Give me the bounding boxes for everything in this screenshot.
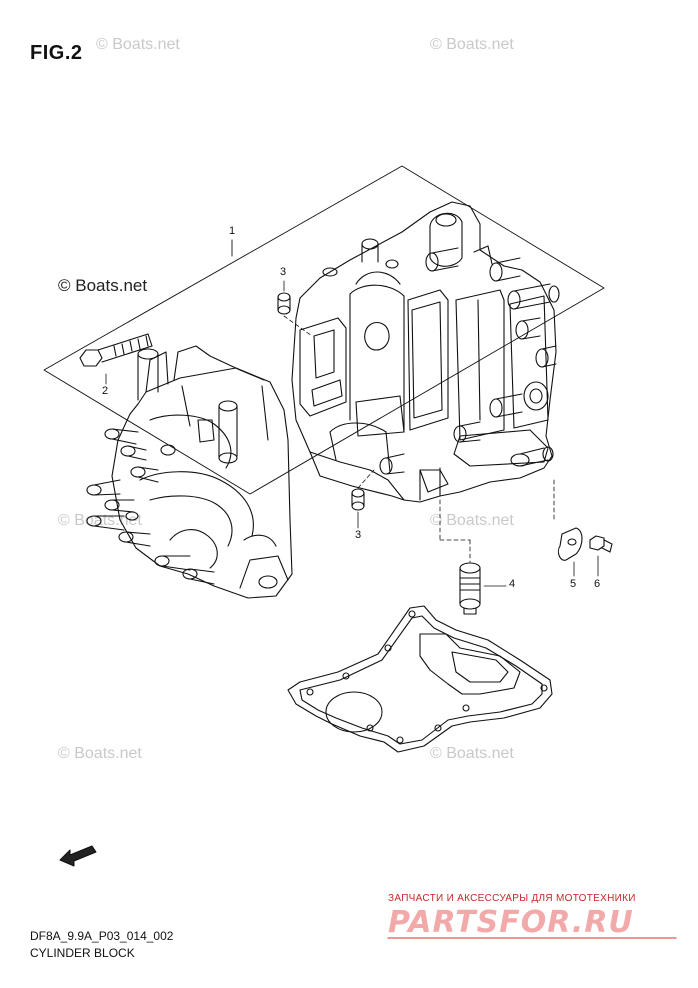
watermark: © Boats.net: [430, 745, 514, 762]
crankcase-half: [86, 345, 293, 599]
callout-4: 4: [509, 578, 516, 590]
watermark: © Boats.net: [430, 512, 514, 529]
watermark: © Boats.net: [58, 745, 142, 762]
assembly-frame: [43, 165, 605, 495]
gasket: [287, 605, 553, 753]
diagram-code: DF8A_9.9A_P03_014_002: [30, 929, 174, 943]
brand-tagline: ЗАПЧАСТИ И АКСЕССУАРЫ ДЛЯ МОТОТЕХНИКИ: [388, 893, 636, 904]
callout-5: 5: [570, 578, 577, 590]
cylinder-block: [291, 201, 560, 503]
fwd-arrow-icon: [59, 845, 97, 867]
brand-logo[interactable]: PARTSFOR.RU: [388, 905, 634, 940]
callout-2: 2: [102, 385, 109, 397]
fitting: [459, 562, 481, 615]
callout-3: 3: [280, 266, 287, 278]
watermark-dark: © Boats.net: [58, 276, 148, 295]
callout-6: 6: [594, 578, 601, 590]
watermark: © Boats.net: [96, 36, 180, 53]
diagram-name: CYLINDER BLOCK: [30, 946, 135, 960]
callout-3: 3: [355, 529, 362, 541]
bolt: [79, 333, 153, 367]
clamp: [557, 527, 583, 561]
dowel-pin: [277, 292, 291, 315]
figure-title: FIG.2: [30, 42, 83, 64]
dowel-pin: [351, 488, 365, 511]
callout-1: 1: [229, 225, 236, 237]
watermark: © Boats.net: [430, 36, 514, 53]
small-bolt: [589, 535, 613, 553]
